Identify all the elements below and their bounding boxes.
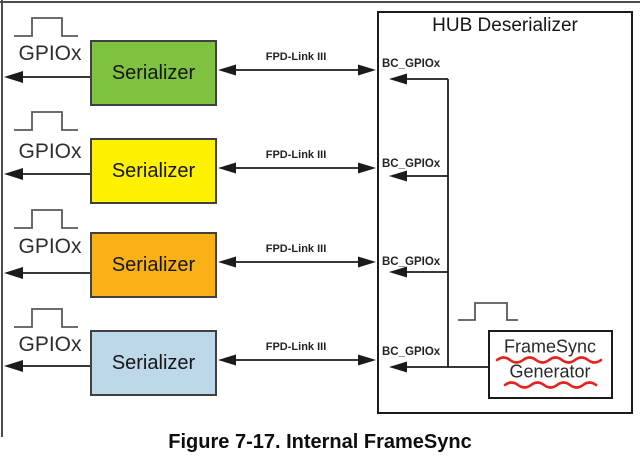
gpio-label: GPIOx (18, 140, 82, 163)
serializer-label: Serializer (111, 253, 196, 276)
gpio-label: GPIOx (18, 333, 82, 356)
figure-caption: Figure 7-17. Internal FrameSync (168, 431, 472, 453)
bc-gpio-label: BC_GPIOx (382, 346, 441, 358)
framesync-generator-line1: FrameSync (503, 336, 597, 357)
hub-deserializer-box (377, 11, 633, 414)
pulse-waveform (14, 111, 78, 131)
serializer-box: Serializer (90, 138, 217, 204)
serializer-label: Serializer (111, 61, 196, 84)
serializer-box: Serializer (90, 40, 217, 106)
serializer-box: Serializer (90, 232, 217, 298)
gpio-label: GPIOx (18, 42, 82, 65)
bc-gpio-label: BC_GPIOx (382, 256, 441, 268)
pulse-waveform (14, 17, 78, 37)
fpd-link-arrowheads (218, 64, 376, 366)
serializer-label: Serializer (111, 351, 196, 374)
hub-deserializer-title: HUB Deserializer (432, 15, 578, 36)
pulse-waveform (14, 209, 78, 229)
gpio-output-arrows (21, 76, 90, 367)
gpio-label: GPIOx (18, 235, 82, 258)
bc-gpio-label: BC_GPIOx (382, 58, 441, 70)
serializer-label: Serializer (111, 159, 196, 182)
pulse-waveform (14, 308, 78, 328)
bc-gpio-label: BC_GPIOx (382, 158, 441, 170)
gpio-output-arrowheads (4, 71, 23, 372)
fpd-link-label: FPD-Link III (265, 51, 327, 63)
fpd-link-label: FPD-Link III (265, 243, 327, 255)
fpd-link-label: FPD-Link III (265, 341, 327, 353)
serializer-box: Serializer (90, 330, 217, 396)
fpd-link-arrows (233, 69, 360, 361)
fpd-link-label: FPD-Link III (265, 149, 327, 161)
framesync-generator-line2: Generator (509, 361, 591, 382)
